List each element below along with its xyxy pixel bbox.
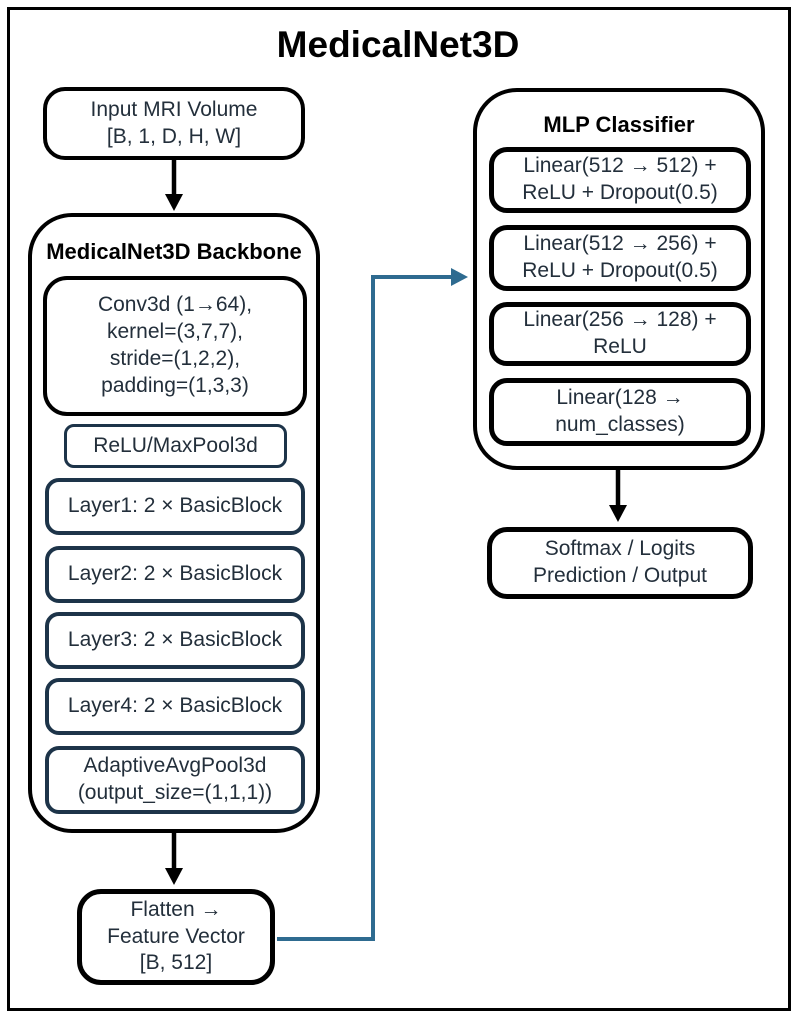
output-box: Softmax / Logits Prediction / Output: [487, 527, 753, 599]
layer3-block: Layer3: 2 × BasicBlock: [45, 612, 305, 669]
box-line: AdaptiveAvgPool3d: [83, 754, 267, 778]
box-line: Layer2: 2 × BasicBlock: [67, 562, 283, 586]
layer4-block: Layer4: 2 × BasicBlock: [45, 678, 305, 735]
box-line: num_classes): [555, 413, 685, 436]
diagram-title: MedicalNet3D: [276, 24, 520, 65]
input-volume-box: Input MRI Volume [B, 1, D, H, W]: [43, 87, 305, 160]
adaptive-avgpool-block: AdaptiveAvgPool3d (output_size=(1,1,1)): [45, 746, 305, 814]
layer1-block: Layer1: 2 × BasicBlock: [45, 478, 305, 535]
box-line: Linear(512 → 512) +: [523, 154, 717, 178]
mlp-linear4-block: Linear(128 → num_classes): [489, 378, 751, 446]
relu-maxpool-block: ReLU/MaxPool3d: [64, 424, 287, 468]
box-line: Prediction / Output: [533, 564, 707, 587]
box-line: ReLU + Dropout(0.5): [522, 259, 718, 282]
box-line: Layer4: 2 × BasicBlock: [67, 694, 283, 718]
box-line: Linear(256 → 128) +: [523, 308, 717, 332]
mlp-title: MLP Classifier: [543, 112, 695, 137]
box-line: Linear(512 → 256) +: [523, 232, 717, 256]
conv3d-block: Conv3d (1→64), kernel=(3,7,7), stride=(1…: [43, 276, 307, 416]
backbone-container: MedicalNet3D Backbone Conv3d (1→64), ker…: [28, 213, 320, 833]
box-line: ReLU + Dropout(0.5): [522, 181, 718, 204]
box-line: (output_size=(1,1,1)): [77, 781, 273, 804]
box-line: Linear(128 →: [556, 386, 684, 410]
box-line: stride=(1,2,2),: [109, 347, 241, 370]
box-line: Softmax / Logits: [544, 537, 696, 561]
backbone-title: MedicalNet3D Backbone: [46, 239, 302, 264]
layer2-block: Layer2: 2 × BasicBlock: [45, 546, 305, 603]
box-line: Conv3d (1→64),: [97, 293, 253, 317]
box-line: Layer3: 2 × BasicBlock: [67, 628, 283, 652]
box-line: ReLU/MaxPool3d: [93, 433, 258, 457]
box-line: kernel=(3,7,7),: [107, 320, 243, 344]
box-line: Feature Vector: [107, 924, 245, 948]
box-line: [B, 512]: [139, 951, 213, 975]
diagram-frame: [7, 7, 791, 1011]
box-line: ReLU: [593, 335, 647, 358]
mlp-linear1-block: Linear(512 → 512) + ReLU + Dropout(0.5): [489, 147, 751, 213]
box-line: Input MRI Volume: [90, 97, 258, 121]
mlp-linear3-block: Linear(256 → 128) + ReLU: [489, 302, 751, 366]
box-line: [B, 1, D, H, W]: [106, 124, 242, 148]
flatten-box: Flatten → Feature Vector [B, 512]: [77, 889, 275, 985]
mlp-container: MLP Classifier Linear(512 → 512) + ReLU …: [473, 88, 765, 470]
box-line: Flatten →: [130, 897, 222, 921]
box-line: padding=(1,3,3): [101, 373, 249, 397]
mlp-linear2-block: Linear(512 → 256) + ReLU + Dropout(0.5): [489, 225, 751, 291]
box-line: Layer1: 2 × BasicBlock: [67, 494, 283, 518]
